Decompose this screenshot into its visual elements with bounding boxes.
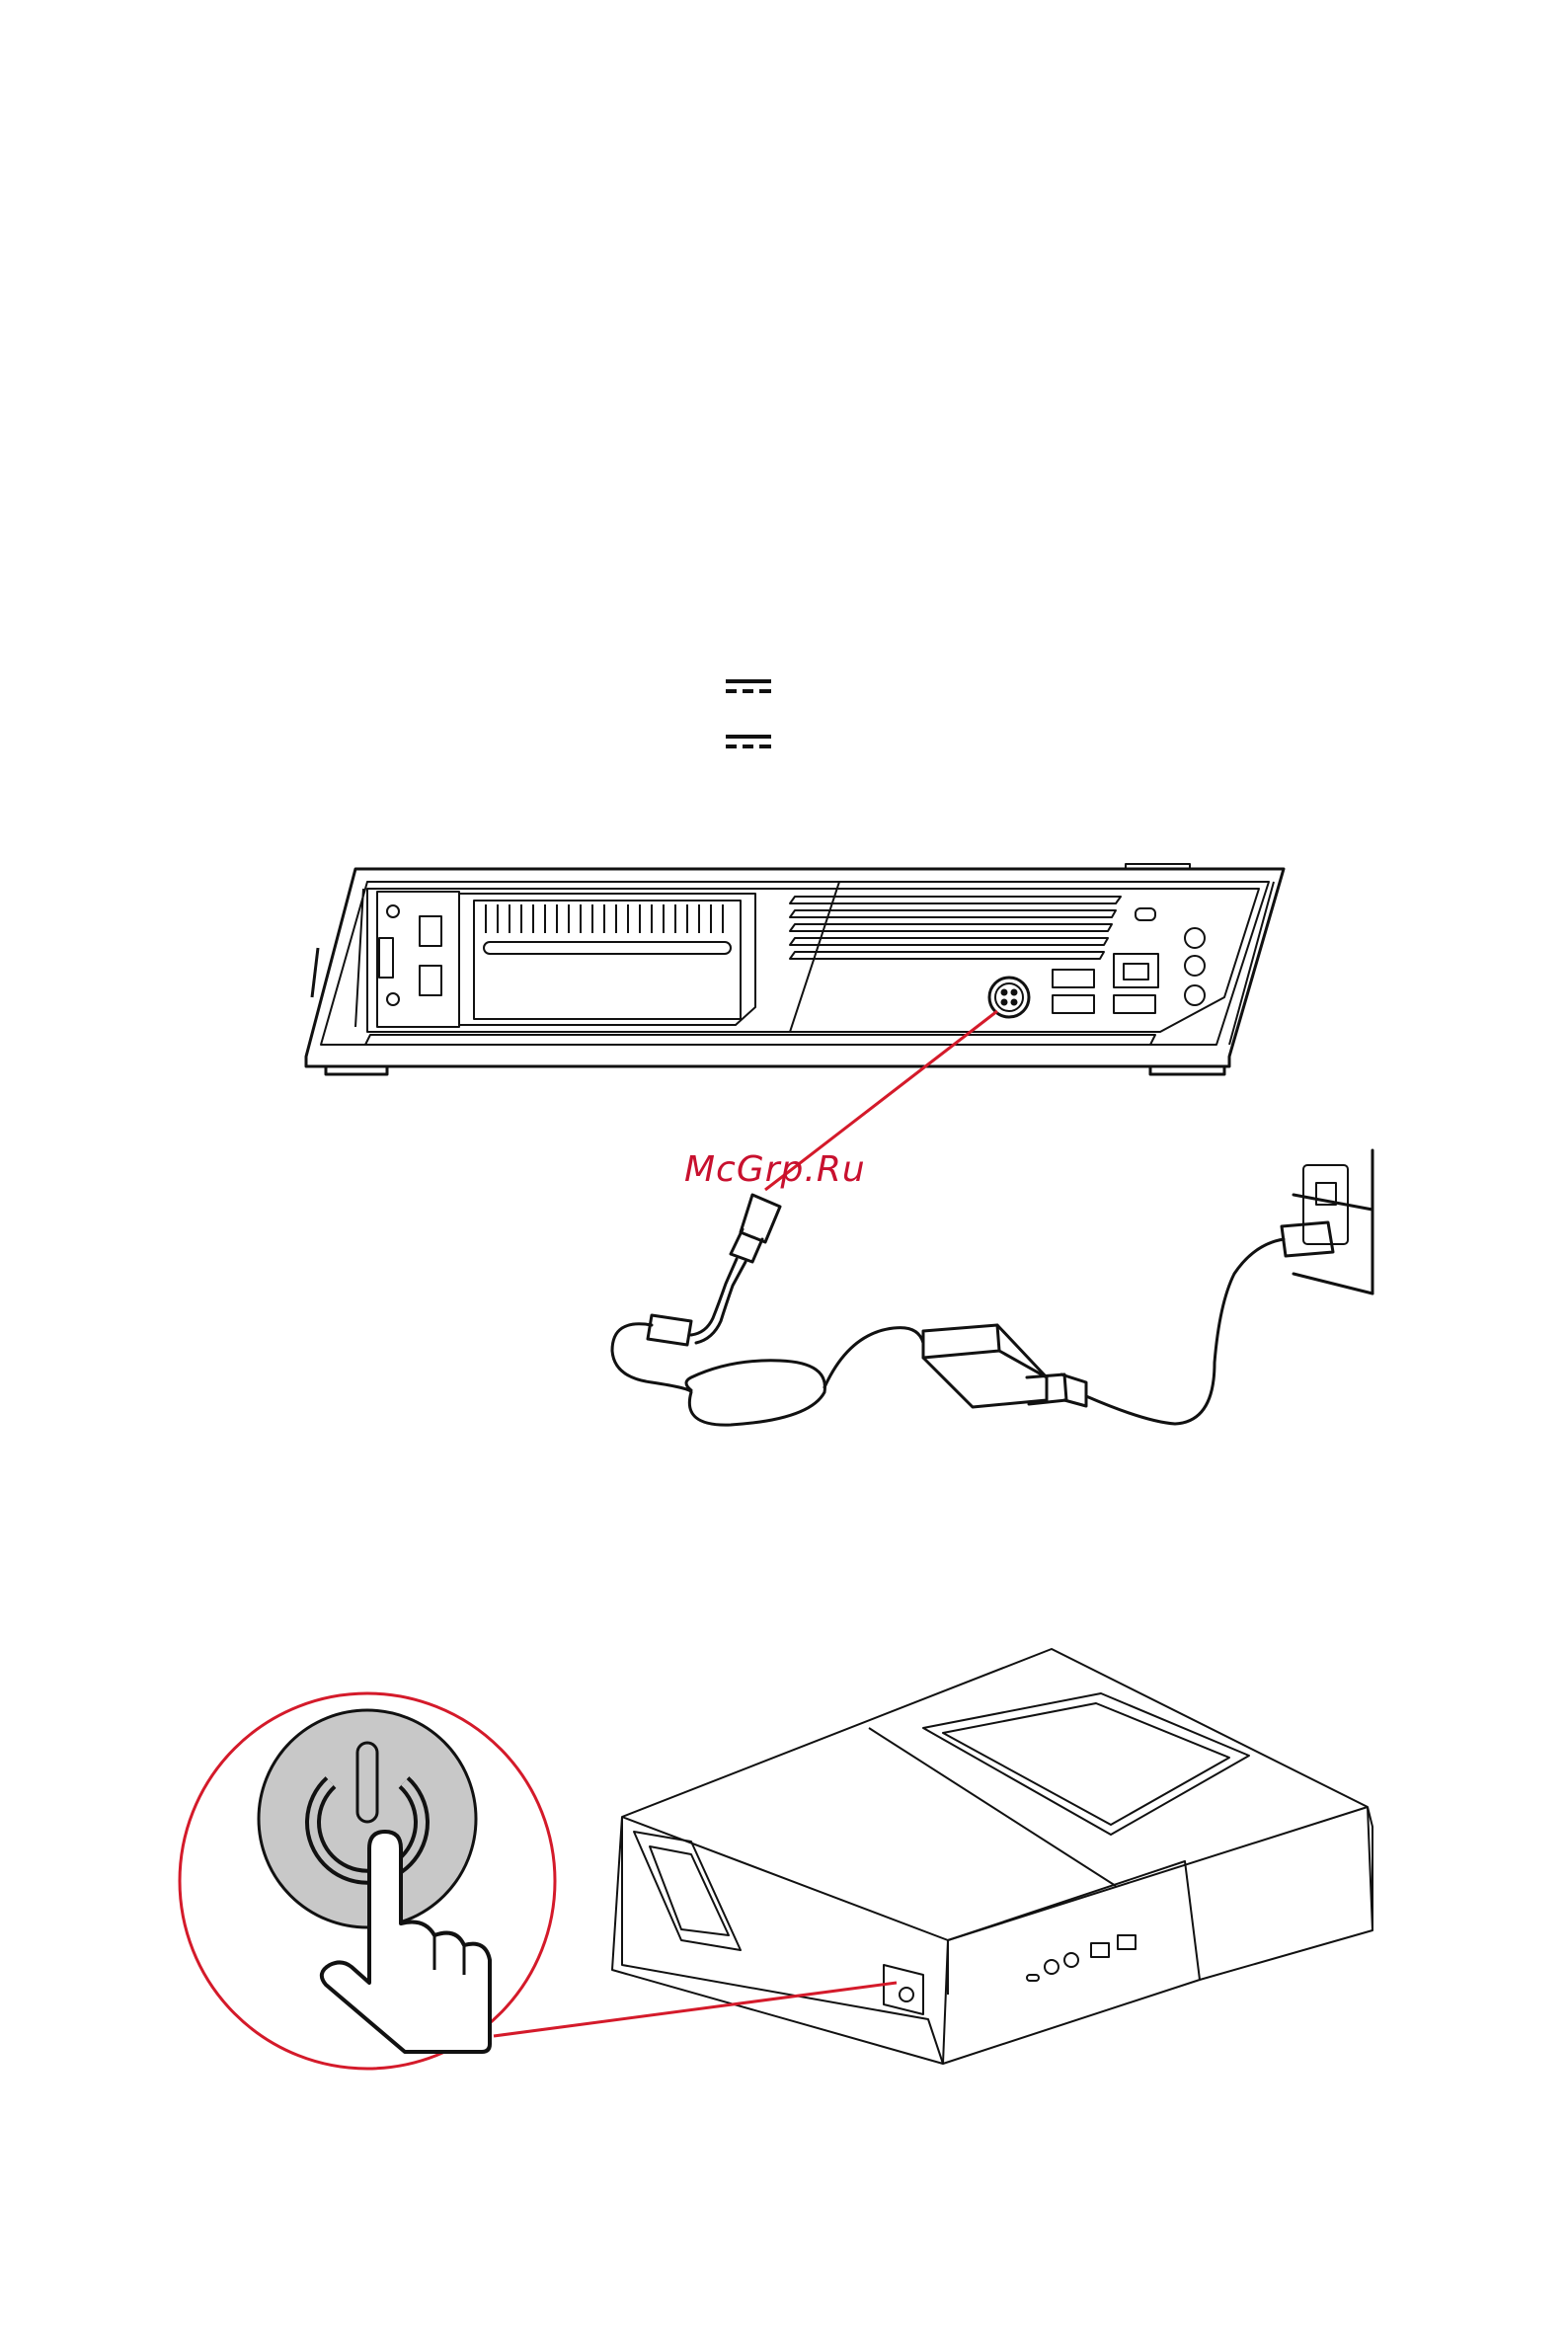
leader-line-power [494,1983,897,2036]
ac-plug [1282,1222,1333,1256]
audio-jack [1185,928,1205,948]
audio-jack [1045,1960,1058,1974]
top-panel [923,1693,1249,1835]
dc-cable [612,1324,824,1425]
usb-port [1053,995,1094,1013]
expansion-bracket [377,892,459,1027]
card-vents [486,904,723,933]
audio-jack [1185,956,1205,976]
usb-port [1118,1935,1136,1949]
ac-cord [1086,1239,1284,1424]
rear-panel-figure [0,0,1568,1481]
audio-jack [1185,985,1205,1005]
front-panel-bezel [948,1861,1200,1980]
ferrite-core [648,1315,691,1345]
watermark-text: McGrp.Ru [684,1140,902,1200]
pc-top-surface [622,1649,1372,2064]
usb-port [1053,970,1094,987]
dc-plug [741,1195,780,1242]
bottom-vents [365,1035,1155,1045]
audio-jack [1064,1953,1078,1967]
usb-port [1091,1943,1109,1957]
power-button-housing [884,1965,923,2014]
lan-port [1114,954,1158,987]
chassis-outline [306,869,1284,1066]
usb-port [1114,995,1155,1013]
usb-c-port [1027,1975,1039,1981]
power-button [900,1988,913,2001]
rear-vents [790,897,1121,959]
kensington-lock [1136,908,1155,920]
power-on-figure [0,1580,1568,2133]
